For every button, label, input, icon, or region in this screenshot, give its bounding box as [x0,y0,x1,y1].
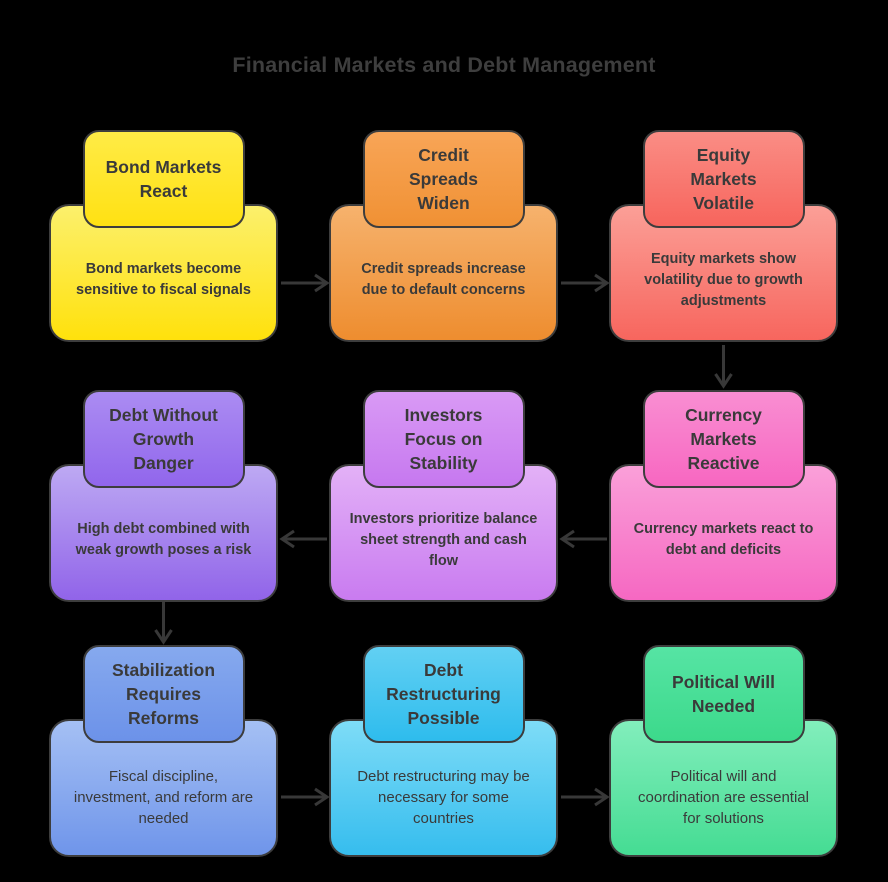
node-body-card: Currency markets react to debt and defic… [609,464,838,602]
node-debt-restructuring-possible: Debt restructuring may be necessary for … [329,645,558,858]
node-description: Credit spreads increase due to default c… [361,261,526,298]
node-title: Credit Spreads Widen [408,145,479,213]
node-title: Currency Markets Reactive [685,405,762,473]
node-title: Bond Markets React [105,157,222,201]
node-description: Political will and coordination are esse… [638,767,809,827]
node-header-card: Equity Markets Volatile [642,130,805,228]
edge-arrow-3-6 [714,345,733,389]
node-header-card: Political Will Needed [642,645,805,743]
node-title: Debt Without Growth Danger [109,405,218,473]
node-header-card: Stabilization Requires Reforms [82,645,245,743]
node-header-card: Currency Markets Reactive [642,390,805,488]
node-description: Equity markets show volatility due to gr… [644,250,803,309]
node-title: Political Will Needed [672,672,775,716]
node-header-card: Bond Markets React [82,130,245,228]
node-investors-focus-on-stability: Investors prioritize balance sheet stren… [329,390,558,603]
node-political-will-needed: Political will and coordination are esse… [609,645,838,858]
node-stabilization-requires-reforms: Fiscal discipline, investment, and refor… [49,645,278,858]
edge-arrow-4-7 [154,601,173,645]
edge-arrow-8-9 [561,787,610,807]
diagram-title: Financial Markets and Debt Management [232,53,656,77]
node-title: Investors Focus on Stability [404,405,483,473]
edge-arrow-7-8 [281,787,330,807]
node-header-card: Credit Spreads Widen [362,130,525,228]
node-header-card: Investors Focus on Stability [362,390,525,488]
node-header-card: Debt Without Growth Danger [82,390,245,488]
node-description: Currency markets react to debt and defic… [633,521,814,558]
node-bond-markets-react: Bond markets become sensitive to fiscal … [49,130,278,343]
node-currency-markets-reactive: Currency markets react to debt and defic… [609,390,838,603]
node-description: Fiscal discipline, investment, and refor… [73,767,254,827]
node-description: Investors prioritize balance sheet stren… [349,510,538,569]
node-title: Stabilization Requires Reforms [111,660,216,728]
node-description: Bond markets become sensitive to fiscal … [76,261,251,298]
node-debt-without-growth-danger: High debt combined with weak growth pose… [49,390,278,603]
node-title: Equity Markets Volatile [690,145,757,213]
edge-arrow-5-4 [279,529,327,549]
node-title: Debt Restructuring Possible [386,660,501,728]
node-description: Debt restructuring may be necessary for … [357,767,530,827]
node-body-card: Investors prioritize balance sheet stren… [329,464,558,602]
node-credit-spreads-widen: Credit spreads increase due to default c… [329,130,558,343]
edge-arrow-6-5 [559,529,607,549]
edge-arrow-2-3 [561,273,610,293]
edge-arrow-1-2 [281,273,330,293]
node-equity-markets-volatile: Equity markets show volatility due to gr… [609,130,838,343]
node-header-card: Debt Restructuring Possible [362,645,525,743]
node-description: High debt combined with weak growth pose… [75,521,252,558]
